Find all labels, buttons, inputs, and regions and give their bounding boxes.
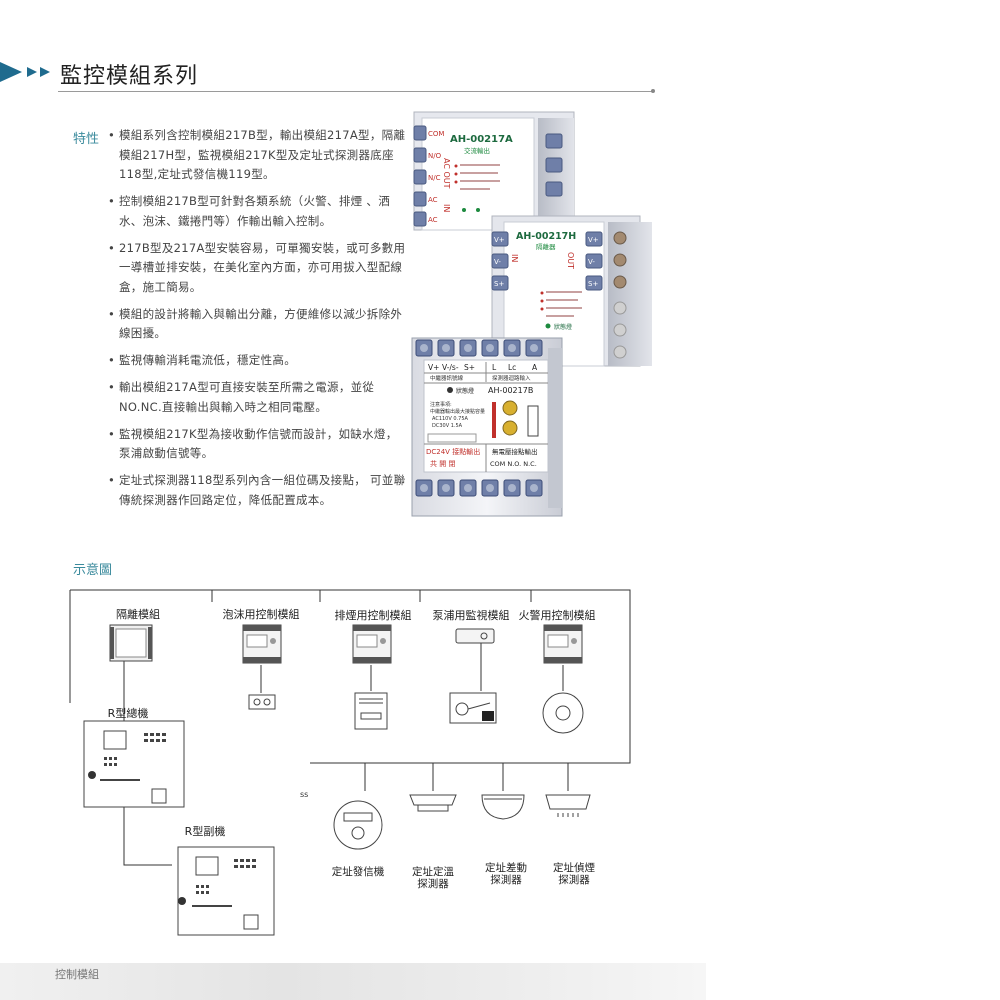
module-b-row1-left: 中繼器訊號線 xyxy=(430,374,464,382)
module-b-bottom-right: COM N.O. N.C. xyxy=(490,460,537,468)
module-217b: V+ V-/s- S+ L Lc A 中繼器訊號線 探測器迴路輸入 狀態燈 AH… xyxy=(411,337,563,517)
page-title: 監控模組系列 xyxy=(60,64,199,89)
term-label: COM xyxy=(428,130,444,138)
term-label: S+ xyxy=(464,363,475,372)
feature-item: 監視傳輸消耗電流低，穩定性高。 xyxy=(108,351,408,371)
device-label: 定址偵煙 xyxy=(553,861,595,874)
module-a-in: IN xyxy=(442,204,451,212)
device-label: 探測器 xyxy=(490,873,522,886)
module-b-row1-right: 探測器迴路輸入 xyxy=(492,374,531,382)
term-label: AC xyxy=(428,216,438,224)
foam-device-icon xyxy=(248,694,276,710)
title-divider xyxy=(58,91,654,92)
diagram-label: 示意圖 xyxy=(73,563,113,578)
term-label: S+ xyxy=(588,280,598,288)
pump-icon xyxy=(449,692,497,724)
module-h-out: OUT xyxy=(566,252,575,269)
header-arrows-icon xyxy=(0,62,50,82)
feature-item: 控制模組217B型可針對各類系統（火警、排煙 、洒水、泡沫、鐵捲門等）作輸出輸入… xyxy=(108,192,408,231)
module-b-bottom-left: DC24V 接點輸出 xyxy=(426,447,480,456)
term-label: V- xyxy=(494,258,501,266)
module-b-model: AH-00217B xyxy=(488,386,533,395)
term-label: V- xyxy=(588,258,595,266)
module-h-in: IN xyxy=(510,254,519,262)
feature-item: 輸出模組217A型可直接安裝至所需之電源，並從NO.NC.直接輸出與輸入時之相同… xyxy=(108,378,408,417)
module-a-model: AH-00217A xyxy=(450,134,513,145)
term-label: Lc xyxy=(508,363,516,372)
control-module-icon xyxy=(242,624,282,664)
device-label: 定址差動 xyxy=(485,861,527,874)
monitor-module-icon xyxy=(455,628,495,644)
device-label: 定址發信機 xyxy=(332,865,385,878)
module-b-bottom-left: 共 開 閉 xyxy=(430,459,455,468)
control-module-icon xyxy=(352,624,392,664)
term-label: A xyxy=(532,363,538,372)
label-foam-module: 泡沫用控制模組 xyxy=(223,607,300,621)
module-h-sub: 隔離器 xyxy=(536,242,556,251)
term-label: V+ xyxy=(428,363,439,372)
module-h-status: 狀態燈 xyxy=(554,323,572,331)
loop-mark: ss xyxy=(300,790,308,799)
module-h-model: AH-00217H xyxy=(516,231,576,242)
label-pump-module: 泵浦用監視模組 xyxy=(433,608,510,622)
fire-bell-icon xyxy=(542,692,584,734)
smoke-detector-icon xyxy=(545,794,591,817)
device-label: 探測器 xyxy=(558,873,590,886)
control-module-icon xyxy=(543,624,583,664)
label-sub-panel: R型副機 xyxy=(185,824,226,838)
isolation-module-icon xyxy=(109,624,153,662)
module-b-status: 狀態燈 xyxy=(456,387,474,395)
sub-panel-icon xyxy=(177,846,275,936)
label-isolation-module: 隔離模組 xyxy=(116,607,160,621)
module-b-note: 中繼器輸出最大接點容量 xyxy=(430,408,485,415)
term-label: V+ xyxy=(588,236,599,244)
heat-detector-icon xyxy=(409,794,457,812)
main-panel-icon xyxy=(83,720,185,808)
term-label: AC xyxy=(428,196,438,204)
footer-text: 控制模組 xyxy=(55,968,99,981)
system-diagram: ss 隔離模組 泡沫用控制模組 排煙用控制模組 泵浦用監視模組 火警用控制模組 … xyxy=(69,589,631,936)
rate-of-rise-detector-icon xyxy=(481,794,525,820)
module-b-note: DC30V 1.5A xyxy=(432,423,463,429)
feature-item: 217B型及217A型安裝容易，可單獨安裝，或可多數用一導槽並排安裝，在美化室內… xyxy=(108,239,408,298)
label-fire-module: 火警用控制模組 xyxy=(519,608,596,622)
module-b-bottom-right: 無電壓接點輸出 xyxy=(492,447,538,456)
footer-band xyxy=(0,963,706,1000)
module-b-notes-title: 注意事項: xyxy=(430,401,452,408)
term-label: N/O xyxy=(428,152,442,160)
module-b-note: AC110V 0.75A xyxy=(432,416,469,422)
term-label: V+ xyxy=(494,236,505,244)
device-label: 定址定溫 xyxy=(412,865,454,878)
label-main-panel: R型總機 xyxy=(108,706,149,720)
feature-item: 模組的設計將輸入與輸出分離，方便維修以減少拆除外線困擾。 xyxy=(108,305,408,344)
features-label: 特性 xyxy=(73,132,100,147)
term-label: L xyxy=(492,363,497,372)
module-a-side: AC OUT xyxy=(442,158,451,189)
feature-item: 監視模組217K型為接收動作信號而設計，如缺水燈，泵浦啟動信號等。 xyxy=(108,425,408,464)
features-list: 模組系列含控制模組217B型，輸出模組217A型，隔離模組217H型，監視模組2… xyxy=(108,126,408,518)
term-label: V-/s- xyxy=(442,363,459,372)
label-smoke-module: 排煙用控制模組 xyxy=(335,608,412,622)
product-photo: COM N/O N/C AC AC AH-00217A 交流輸出 AC OUT … xyxy=(411,111,652,517)
feature-item: 定址式探測器118型系列內含一組位碼及接點， 可並聯傳統探測器作回路定位，降低配… xyxy=(108,471,408,510)
manual-call-point-icon xyxy=(333,800,383,850)
module-a-sub: 交流輸出 xyxy=(464,146,490,155)
divider-dot xyxy=(651,89,655,93)
module-217a: COM N/O N/C AC AC AH-00217A 交流輸出 AC OUT … xyxy=(413,111,575,231)
smoke-exhaust-icon xyxy=(354,692,388,730)
feature-item: 模組系列含控制模組217B型，輸出模組217A型，隔離模組217H型，監視模組2… xyxy=(108,126,408,185)
term-label: S+ xyxy=(494,280,504,288)
term-label: N/C xyxy=(428,174,441,182)
device-label: 探測器 xyxy=(417,877,449,890)
